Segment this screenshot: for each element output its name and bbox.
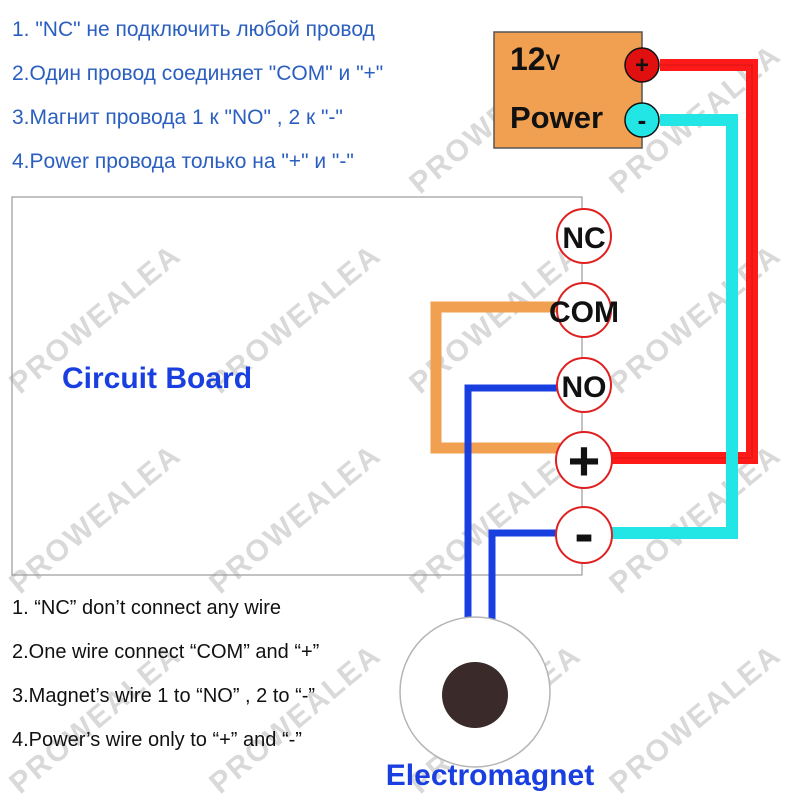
electromagnet-core	[442, 662, 508, 728]
power-plus-terminal	[624, 47, 660, 83]
instruction-ru-2: 2.Один провод соединяет "COM" и "+"	[12, 62, 384, 85]
circuit-board-label: Circuit Board	[62, 362, 252, 395]
cyan-wire	[612, 114, 738, 539]
terminal-plus	[555, 431, 613, 489]
instruction-ru-4: 4.Power провода только на "+" и "-"	[12, 150, 354, 173]
power-supply-box	[493, 31, 643, 149]
terminal-nc-label: NC	[562, 222, 605, 255]
watermark-text: PROWEALEA	[203, 438, 387, 600]
watermark-text: PROWEALEA	[603, 638, 787, 800]
electromagnet-label: Electromagnet	[386, 759, 594, 792]
terminal-com	[556, 282, 612, 338]
power-plus-symbol: +	[635, 52, 649, 79]
power-label: Power	[510, 100, 603, 135]
terminal-plus-label: +	[568, 429, 601, 492]
blue-wire-minus	[488, 529, 558, 625]
power-minus-symbol: -	[638, 105, 647, 135]
watermark-text: PROWEALEA	[603, 238, 787, 400]
terminal-minus-label: -	[574, 501, 593, 566]
red-wire-shade	[612, 64, 753, 459]
instruction-en-1: 1. “NC” don’t connect any wire	[12, 597, 282, 619]
instruction-ru-3: 3.Магнит провода 1 к "NO" , 2 к "-"	[12, 106, 343, 129]
terminal-no	[556, 357, 612, 413]
watermark-text: PROWEALEA	[3, 438, 187, 600]
power-voltage-value: 12	[510, 41, 546, 77]
terminal-com-label: COM	[549, 296, 619, 329]
power-voltage-unit: V	[546, 50, 561, 75]
terminal-nc	[556, 208, 612, 264]
power-minus-terminal	[624, 102, 660, 138]
instruction-en-3: 3.Magnet’s wire 1 to “NO” , 2 to “-”	[12, 685, 316, 707]
blue-wire-no	[464, 384, 558, 625]
red-wire	[612, 59, 758, 464]
instruction-ru-1: 1. "NC" не подключить любой провод	[12, 18, 375, 41]
power-voltage: 12V	[510, 41, 561, 77]
terminal-minus	[555, 506, 613, 564]
instruction-en-4: 4.Power’s wire only to “+” and “-”	[12, 729, 302, 751]
terminal-no-label: NO	[562, 371, 607, 404]
orange-wire	[430, 301, 560, 454]
instruction-en-2: 2.One wire connect “COM” and “+”	[12, 641, 320, 663]
